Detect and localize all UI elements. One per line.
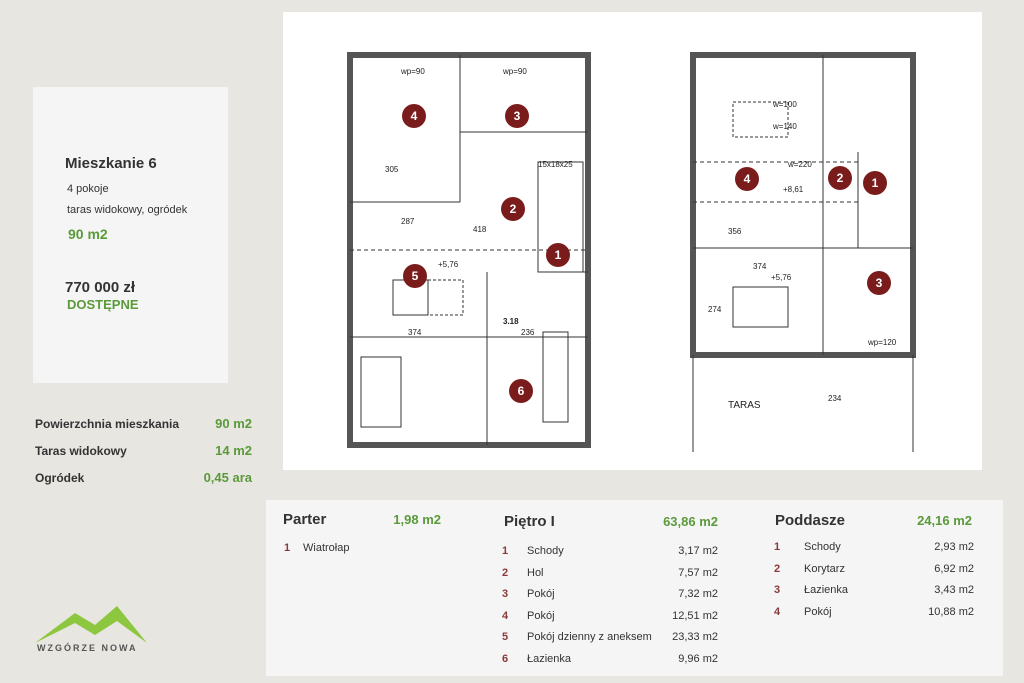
room-name: Pokój dzienny z aneksem [527, 631, 652, 643]
room-marker: 3 [876, 276, 883, 290]
stat-label-area: Powierzchnia mieszkania [35, 417, 180, 431]
plan-label: 287 [401, 217, 415, 226]
room-number: 2 [502, 566, 509, 579]
mountain-logo-icon [35, 606, 147, 643]
room-name: Łazienka [527, 652, 572, 665]
plan-label: 418 [473, 225, 487, 234]
logo-text: WZGÓRZE NOWA [37, 643, 138, 653]
stat-value-area: 90 m2 [215, 416, 252, 431]
room-number: 3 [502, 588, 509, 600]
plan-label: w=100 [772, 100, 797, 109]
room-number: 3 [774, 584, 781, 596]
plan-label: +5,76 [438, 260, 459, 269]
room-marker: 1 [872, 176, 879, 190]
room-marker: 3 [514, 109, 521, 123]
apartment-title: Mieszkanie 6 [65, 155, 157, 172]
room-area: 7,32 m2 [678, 588, 718, 600]
plan-label: 305 [385, 165, 399, 174]
floor-plans: wp=90 wp=90 305 287 418 15x18x25 +5,76 3… [347, 52, 916, 452]
room-name: Schody [804, 541, 841, 553]
room-number: 1 [502, 545, 509, 557]
room-marker: 4 [744, 172, 751, 186]
plan-label: 274 [708, 305, 722, 314]
room-area: 10,88 m2 [928, 605, 974, 618]
room-area: 3,17 m2 [678, 545, 718, 557]
plan-label: wp=90 [400, 67, 425, 76]
rooms-count: 4 pokoje [67, 183, 109, 195]
stat-value-terrace: 14 m2 [215, 443, 252, 458]
plan-label: 3.18 [503, 317, 519, 326]
room-number: 4 [502, 609, 509, 622]
plan-label: 15x18x25 [538, 160, 573, 169]
room-name: Pokój [804, 605, 832, 618]
floor-plan-panel: wp=90 wp=90 305 287 418 15x18x25 +5,76 3… [283, 12, 982, 470]
apartment-area: 90 m2 [68, 226, 108, 242]
stat-label-garden: Ogródek [35, 471, 85, 485]
apartment-card [33, 87, 228, 383]
price: 770 000 zł [65, 279, 136, 296]
status-badge: DOSTĘPNE [67, 297, 139, 312]
room-name: Hol [527, 566, 544, 579]
stat-value-garden: 0,45 ara [203, 470, 252, 485]
room-area: 23,33 m2 [672, 631, 718, 643]
room-marker: 2 [510, 202, 517, 216]
room-area: 12,51 m2 [672, 609, 718, 622]
room-name: Wiatrołap [303, 542, 350, 554]
room-number: 2 [774, 562, 781, 575]
plan-label: wp=90 [502, 67, 527, 76]
plan-label: +8,61 [783, 185, 804, 194]
room-marker: 6 [518, 384, 525, 398]
room-area: 9,96 m2 [678, 652, 718, 665]
floor2-walls [690, 52, 916, 358]
section-total-parter: 1,98 m2 [393, 512, 441, 527]
stat-label-terrace: Taras widokowy [35, 444, 127, 458]
plan-label: 374 [408, 328, 422, 337]
plan-label: 234 [828, 394, 842, 403]
section-title-parter: Parter [283, 511, 327, 528]
room-number: 1 [774, 541, 781, 553]
room-name: Łazienka [804, 584, 849, 596]
section-total-poddasze: 24,16 m2 [917, 513, 972, 528]
terrace-label: TARAS [728, 400, 761, 411]
room-marker: 4 [411, 109, 418, 123]
features: taras widokowy, ogródek [67, 204, 188, 216]
room-marker: 2 [837, 171, 844, 185]
plan-label: wp=120 [867, 338, 897, 347]
room-area: 6,92 m2 [934, 562, 974, 575]
plan-label: w=220 [787, 160, 812, 169]
plan-label: +5,76 [771, 273, 792, 282]
room-marker: 1 [555, 248, 562, 262]
room-area: 7,57 m2 [678, 566, 718, 579]
room-name: Pokój [527, 588, 555, 600]
rooms-table [266, 500, 1003, 676]
section-title-pietro: Piętro I [504, 513, 555, 530]
room-area: 3,43 m2 [934, 584, 974, 596]
room-number: 6 [502, 652, 509, 665]
room-marker: 5 [412, 269, 419, 283]
room-name: Korytarz [804, 562, 845, 575]
plan-label: 356 [728, 227, 742, 236]
logo [35, 603, 147, 648]
room-number: 1 [284, 542, 291, 554]
section-title-poddasze: Poddasze [775, 512, 846, 529]
plan-label: w=140 [772, 122, 797, 131]
room-number: 4 [774, 605, 781, 618]
room-name: Pokój [527, 609, 555, 622]
plan-label: 374 [753, 262, 767, 271]
room-number: 5 [502, 631, 509, 643]
plan-label: 236 [521, 328, 535, 337]
room-name: Schody [527, 545, 564, 557]
section-total-pietro: 63,86 m2 [663, 514, 718, 529]
room-area: 2,93 m2 [934, 541, 974, 553]
